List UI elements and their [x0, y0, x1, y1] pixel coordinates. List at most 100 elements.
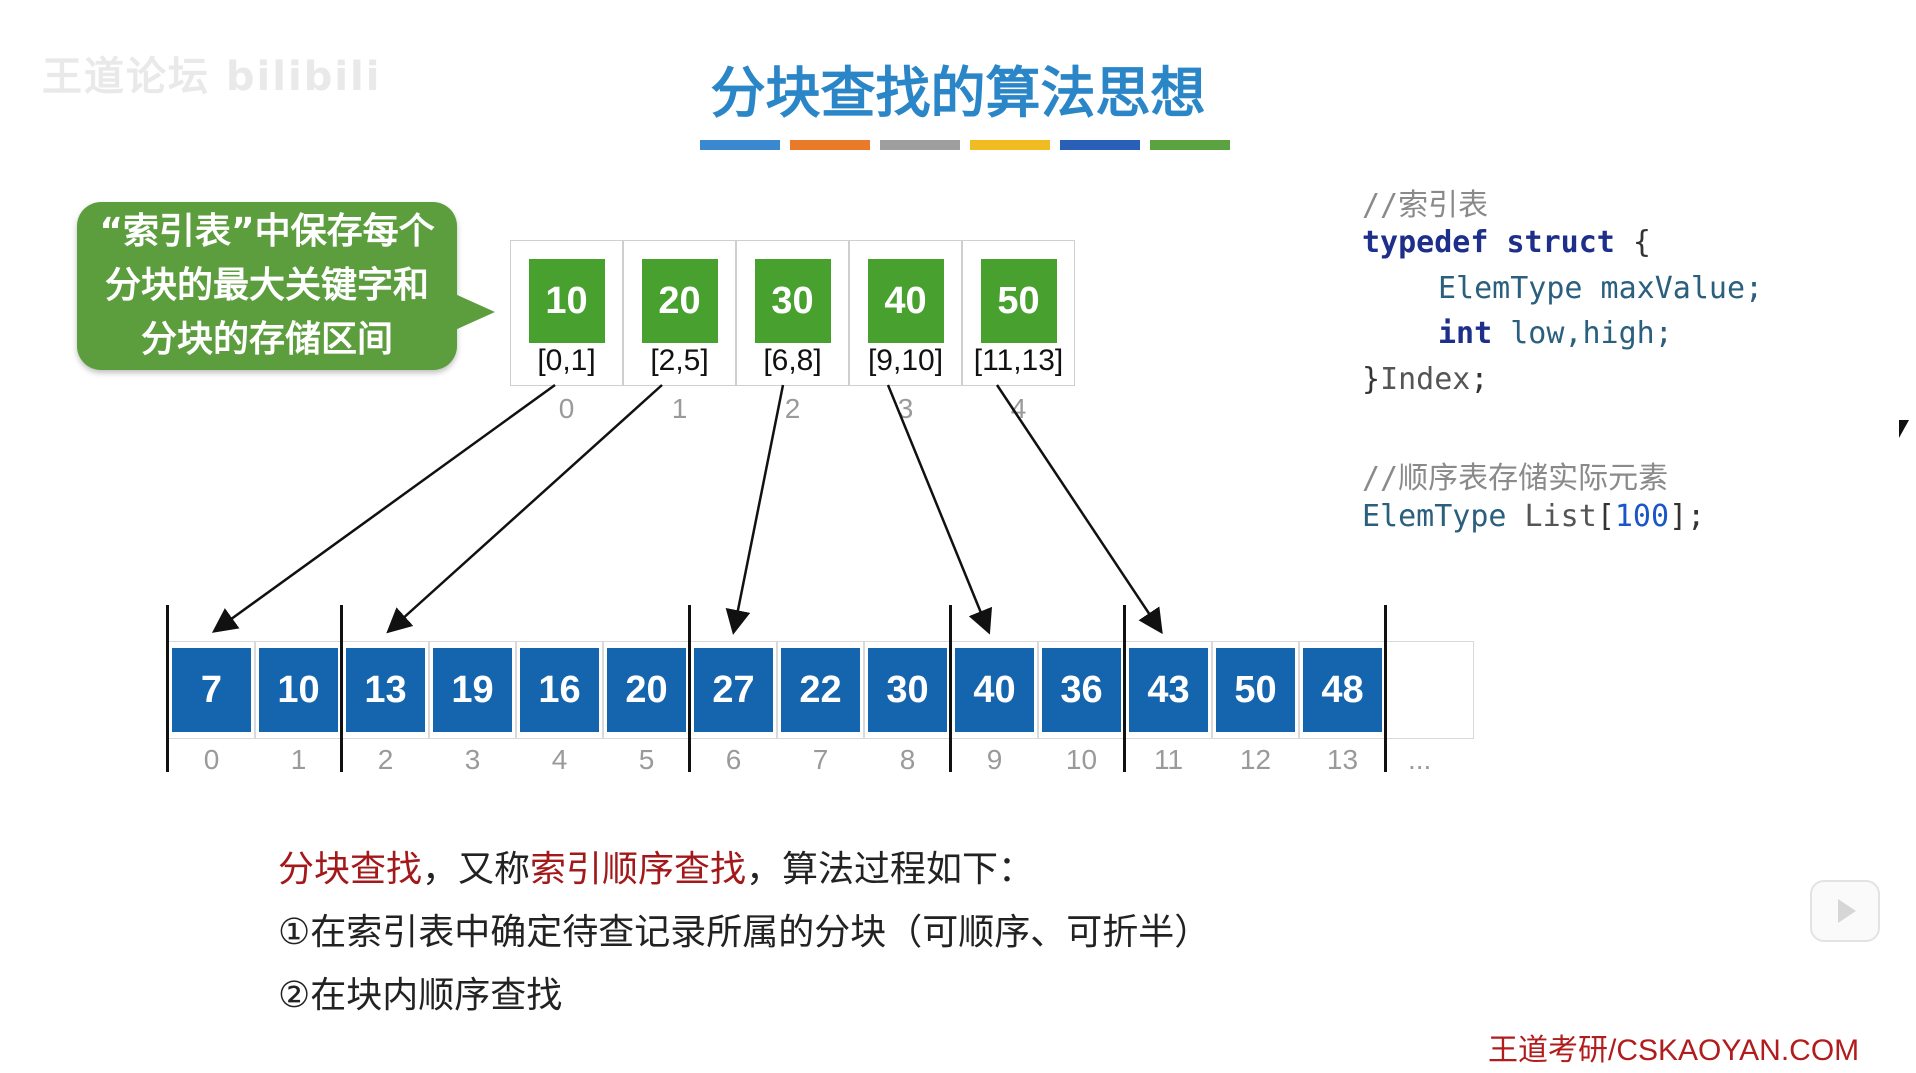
list-value: 40: [955, 648, 1034, 732]
list-subscript: 12: [1239, 744, 1272, 775]
list-value: 19: [433, 648, 512, 732]
term-block-search: 分块查找: [278, 849, 423, 890]
desc-line-2: ①在索引表中确定待查记录所属的分块（可顺序、可折半）: [278, 912, 1211, 953]
block-divider: [688, 605, 691, 772]
watermark: 王道论坛 bilibili: [42, 54, 382, 100]
index-max-key: 40: [867, 259, 944, 343]
list-value: 43: [1129, 648, 1208, 732]
arrow-block-2: [725, 384, 785, 635]
underline-segment: [700, 140, 780, 150]
list-value: 10: [259, 648, 338, 732]
code-brace: {: [1614, 225, 1651, 260]
list-subscript: 6: [725, 744, 742, 775]
index-max-key: 30: [754, 259, 831, 343]
code-bracket: [: [1596, 499, 1615, 534]
underline-segment: [970, 140, 1050, 150]
code-brace: }: [1362, 362, 1381, 397]
list-subscript: 7: [812, 744, 829, 775]
list-subscript: 5: [638, 744, 655, 775]
code-line-maxvalue: ElemType maxValue;: [1438, 271, 1763, 306]
block-divider: [1384, 605, 1387, 772]
list-value: 22: [781, 648, 860, 732]
code-kw-int: int: [1438, 316, 1493, 351]
index-range: [11,13]: [973, 344, 1064, 377]
underline-segment: [790, 140, 870, 150]
code-field: low,high;: [1492, 316, 1673, 351]
arrow-block-4: [995, 384, 1163, 635]
block-divider: [949, 605, 952, 772]
callout-text: “索引表”中保存每个 分块的最大关键字和 分块的存储区间: [77, 205, 457, 367]
desc-line-1: 分块查找，又称索引顺序查找，算法过程如下：: [278, 840, 1034, 892]
list-empty-cell: [1386, 641, 1474, 739]
block-divider: [1123, 605, 1126, 772]
mouse-cursor-icon: [1899, 420, 1909, 438]
code-ident-list: List: [1506, 499, 1597, 534]
footer-brand: 王道考研/CSKAOYAN.COM: [1488, 1034, 1860, 1067]
code-line-typedef: typedef struct {: [1362, 225, 1651, 260]
list-subscript: 10: [1065, 744, 1098, 775]
list-subscript: 1: [290, 744, 307, 775]
page-title: 分块查找的算法思想: [710, 61, 1206, 125]
list-value: 48: [1303, 648, 1382, 732]
list-subscript: 4: [551, 744, 568, 775]
code-field: maxValue;: [1582, 271, 1764, 306]
block-divider: [340, 605, 343, 772]
list-value: 50: [1216, 648, 1295, 732]
arrow-block-0: [211, 383, 556, 633]
underline-segment: [880, 140, 960, 150]
code-kw-struct: struct: [1506, 225, 1615, 260]
block-divider: [166, 605, 169, 772]
desc-text: ，算法过程如下：: [746, 849, 1035, 890]
list-value: 20: [607, 648, 686, 732]
list-value: 27: [694, 648, 773, 732]
list-value: 30: [868, 648, 947, 732]
code-semicolon: ;: [1470, 362, 1489, 397]
code-comment-list: //顺序表存储实际元素: [1362, 461, 1669, 496]
list-subscript: 11: [1153, 744, 1184, 775]
callout-bubble: [77, 202, 457, 370]
index-subscript: 4: [1010, 393, 1027, 424]
underline-segment: [1060, 140, 1140, 150]
callout-line: 分块的最大关键字和: [104, 265, 429, 306]
index-subscript: 1: [671, 393, 688, 424]
list-subscript: 3: [464, 744, 481, 775]
desc-line-3: ②在块内顺序查找: [278, 975, 563, 1016]
index-range: [6,8]: [763, 344, 822, 377]
callout-line: “索引表”中保存每个: [99, 211, 435, 252]
callout-line: 分块的存储区间: [140, 319, 393, 360]
list-value: 16: [520, 648, 599, 732]
index-subscript: 2: [784, 393, 801, 424]
code-bracket: ];: [1669, 499, 1706, 534]
code-number: 100: [1614, 499, 1670, 534]
index-range: [9,10]: [867, 344, 944, 377]
list-subscript: 2: [377, 744, 394, 775]
code-line-lowhigh: int low,high;: [1438, 316, 1673, 351]
underline-segment: [1150, 140, 1230, 150]
desc-text: ，又称: [422, 849, 531, 890]
play-icon[interactable]: [1810, 880, 1880, 942]
list-subscript: 13: [1326, 744, 1359, 775]
list-ellipsis: ...: [1408, 744, 1432, 775]
index-max-key: 10: [528, 259, 605, 343]
index-max-key: 20: [641, 259, 718, 343]
code-comment-index: //索引表: [1362, 188, 1489, 223]
term-index-seq-search: 索引顺序查找: [530, 849, 747, 890]
list-subscript: 0: [203, 744, 220, 775]
list-value: 7: [172, 648, 251, 732]
code-type: ElemType: [1438, 271, 1583, 306]
index-subscript: 0: [558, 393, 575, 424]
list-subscript: 8: [899, 744, 916, 775]
list-value: 36: [1042, 648, 1121, 732]
list-subscript: 9: [986, 744, 1003, 775]
callout-tail: [455, 294, 495, 330]
code-line-close: }Index;: [1362, 362, 1488, 397]
index-range: [0,1]: [537, 344, 596, 377]
index-range: [2,5]: [650, 344, 709, 377]
list-value: 13: [346, 648, 425, 732]
arrow-block-1: [386, 384, 663, 634]
index-max-key: 50: [980, 259, 1057, 343]
code-type: ElemType: [1362, 499, 1507, 534]
code-kw-typedef: typedef: [1362, 225, 1489, 260]
code-line-list: ElemType List[100];: [1362, 499, 1705, 534]
